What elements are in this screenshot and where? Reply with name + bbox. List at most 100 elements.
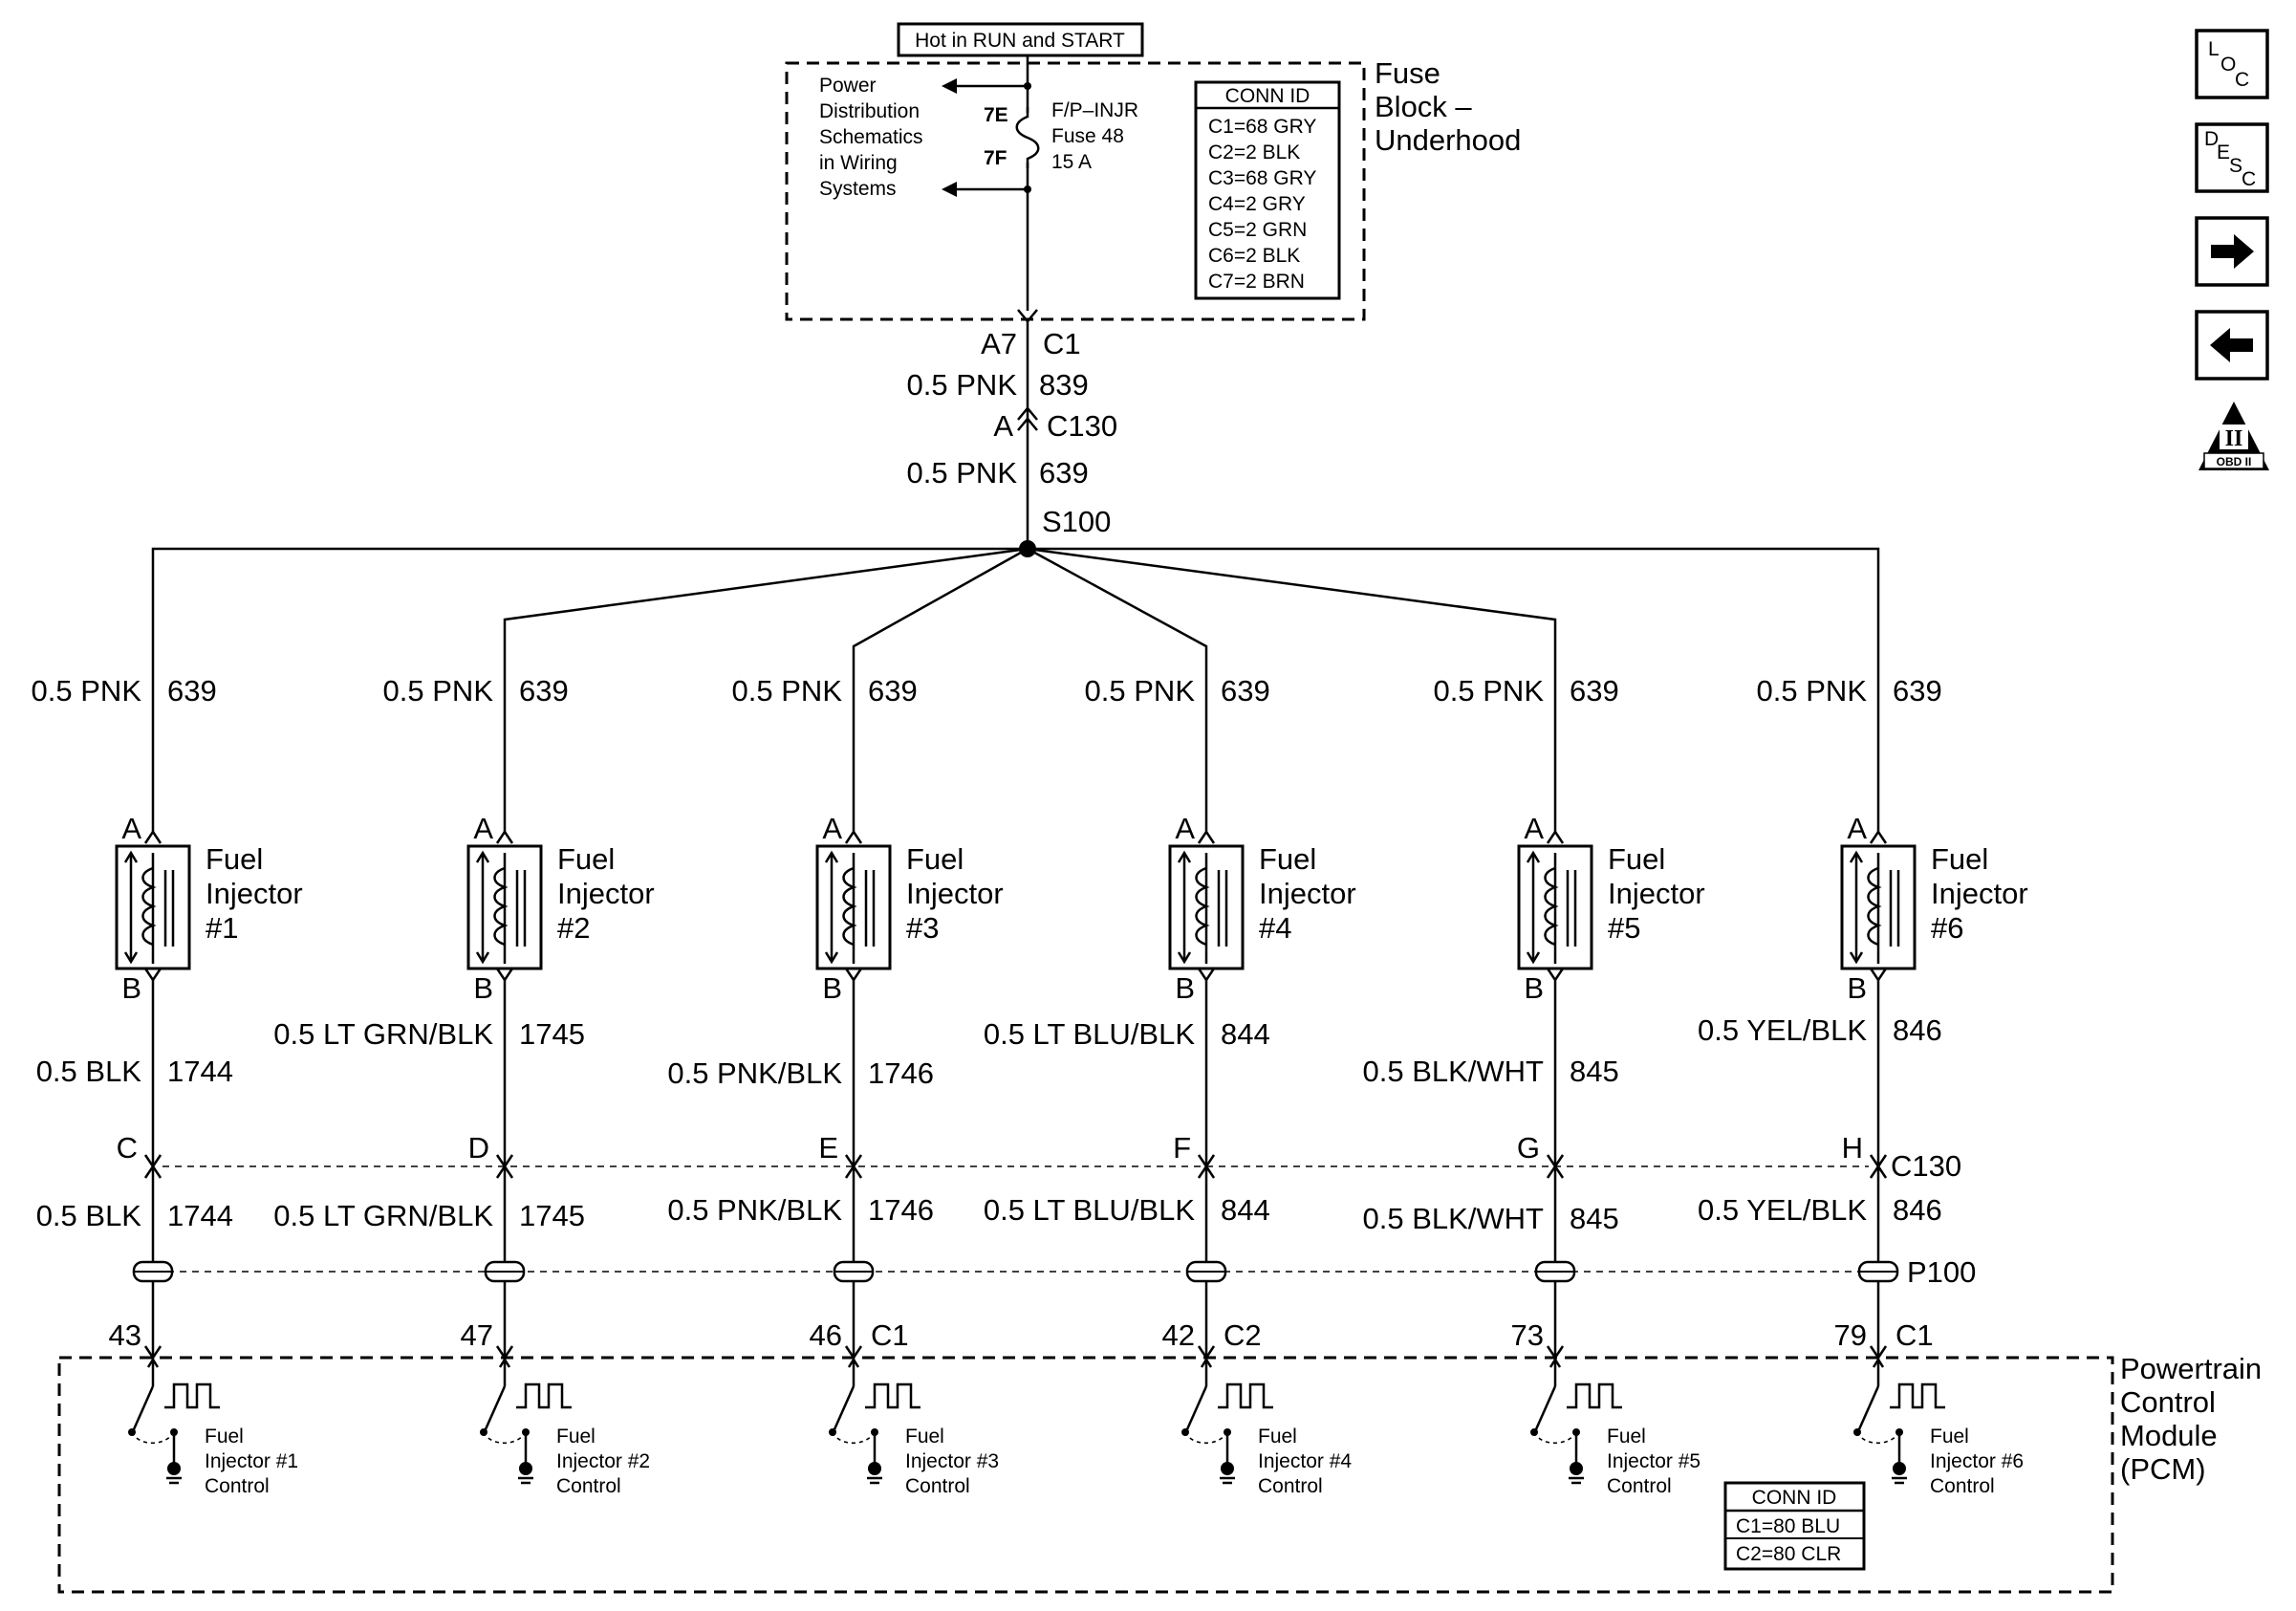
driver-arrow-icon — [1872, 1357, 1885, 1368]
pcm-label-line1: Powertrain — [2120, 1352, 2262, 1385]
injector-feed-wire — [1028, 547, 1880, 832]
injector-arrow-down-icon — [1849, 951, 1864, 965]
injector-connector-a-icon — [143, 829, 162, 844]
pcm-pin: 43 — [109, 1318, 141, 1352]
driver-label-line2: Injector #2 — [556, 1450, 650, 1472]
c130-connector-icon — [1869, 1164, 1888, 1179]
pcm-label-line2: Control — [2120, 1385, 2216, 1419]
injector-arrow-up-icon — [1849, 850, 1864, 863]
injector-control-gauge: 0.5 LT BLU/BLK — [984, 1017, 1195, 1051]
injector-feed-circuit: 639 — [1893, 674, 1942, 708]
driver-arrow-icon — [1200, 1357, 1213, 1368]
driver-pulse-icon — [1890, 1382, 1945, 1409]
loc-button[interactable]: L O C — [2195, 29, 2269, 99]
prev-button[interactable] — [2195, 310, 2269, 381]
fuse-block-outline — [785, 61, 1366, 321]
injector-connector-a-icon — [495, 829, 514, 844]
injector-pin-a: A — [1847, 812, 1867, 845]
hot-in-run-start-label: Hot in RUN and START — [915, 30, 1125, 52]
injector-connector-b-icon — [495, 968, 514, 983]
injector-control-circuit-lower: 1744 — [167, 1199, 233, 1232]
injector-label-line3: #5 — [1608, 911, 1640, 945]
power-dist-line3: Schematics — [819, 126, 923, 148]
injector-connector-b-icon — [1546, 968, 1565, 983]
injector-label-line2: Injector — [906, 877, 1004, 910]
loc-letter-c: C — [2235, 69, 2249, 91]
c130-pin: G — [1517, 1131, 1540, 1165]
obd-roman-numeral: II — [2225, 426, 2243, 451]
ground-icon — [519, 1462, 532, 1475]
injector-control-circuit-lower: 845 — [1570, 1202, 1619, 1235]
injector-label-line1: Fuel — [206, 842, 263, 876]
driver-switch-icon — [1857, 1385, 1880, 1430]
driver-dashed-arc — [1184, 1431, 1228, 1445]
injector-connector-a-icon — [1197, 829, 1216, 844]
pcm-pin: 47 — [461, 1318, 493, 1352]
desc-button[interactable]: D E S C — [2195, 122, 2269, 193]
driver-dashed-arc — [1533, 1431, 1577, 1445]
injector-connector-a-icon — [844, 829, 863, 844]
next-button[interactable] — [2195, 216, 2269, 287]
c130-connector-icon — [143, 1164, 162, 1179]
splice-s100-label: S100 — [1042, 505, 1111, 538]
ground-icon — [1570, 1462, 1583, 1475]
fuse-conn-id-row: C2=2 BLK — [1208, 142, 1300, 163]
driver-arrow-icon — [847, 1357, 860, 1368]
injector-arrow-down-icon — [123, 951, 139, 965]
pcm-pin: 42 — [1162, 1318, 1195, 1352]
obd-text-backing — [2203, 452, 2264, 469]
driver-label-line1: Fuel — [1930, 1426, 1969, 1448]
injector-label-line3: #6 — [1931, 911, 1963, 945]
injector-feed-circuit: 639 — [519, 674, 569, 708]
feed-wire1-gauge: 0.5 PNK — [907, 368, 1018, 402]
desc-letter-e: E — [2217, 142, 2230, 163]
injector-feed-gauge: 0.5 PNK — [383, 674, 494, 708]
injector-feed-gauge: 0.5 PNK — [32, 674, 142, 708]
injector-control-gauge-lower: 0.5 BLK — [36, 1199, 142, 1232]
arrow-left-icon-upper — [942, 78, 957, 94]
injector-label-line1: Fuel — [557, 842, 615, 876]
fuse-conn-id-row: C7=2 BRN — [1208, 271, 1305, 293]
c130-conn-label-top: C130 — [1047, 409, 1117, 443]
desc-letter-s: S — [2229, 155, 2242, 177]
fuse-pin-a7: A7 — [981, 327, 1017, 360]
c130-pin: F — [1173, 1131, 1191, 1165]
driver-label-line2: Injector #6 — [1930, 1450, 2024, 1472]
fuse-conn-c1: C1 — [1043, 327, 1081, 360]
injector-feed-wire — [151, 547, 1028, 832]
injector-control-circuit: 1745 — [519, 1017, 585, 1051]
pcm-conn-id-row: C1=80 BLU — [1736, 1515, 1840, 1537]
fuse-conn-id-row: C3=68 GRY — [1208, 167, 1316, 189]
loc-letter-l: L — [2208, 38, 2220, 60]
obd-text: OBD II — [2217, 455, 2252, 468]
fuse-conn-id-row: C5=2 GRN — [1208, 219, 1307, 241]
injector-feed-gauge: 0.5 PNK — [1757, 674, 1868, 708]
injector-feed-wire — [852, 547, 1029, 832]
injector-arrow-up-icon — [1526, 850, 1541, 863]
obd-ii-button[interactable]: II OBD II — [2199, 402, 2269, 470]
pcm-pin: 79 — [1834, 1318, 1867, 1352]
driver-arrow-icon — [1549, 1357, 1562, 1368]
pcm-connector: C1 — [871, 1318, 909, 1352]
injector-control-gauge-lower: 0.5 BLK/WHT — [1363, 1202, 1545, 1235]
injector-control-circuit-lower: 844 — [1221, 1193, 1270, 1227]
driver-label-line3: Control — [205, 1475, 270, 1497]
driver-contact-dot — [480, 1428, 487, 1436]
driver-label-line3: Control — [1607, 1475, 1672, 1497]
c130-pin: C — [117, 1131, 138, 1165]
driver-arrow-icon — [498, 1357, 511, 1368]
driver-label-line1: Fuel — [1607, 1426, 1646, 1448]
pcm-conn-id-frame — [1723, 1481, 1866, 1571]
injector-label-line2: Injector — [557, 877, 655, 910]
driver-contact-dot — [1181, 1428, 1189, 1436]
pcm-connector: C2 — [1224, 1318, 1262, 1352]
fuse-block: Hot in RUN and START Fuse Block – Underh… — [785, 22, 1521, 321]
pcm-conn-id-row: C2=80 CLR — [1736, 1543, 1841, 1565]
pcm-pin: 73 — [1511, 1318, 1544, 1352]
injector-label-line2: Injector — [1931, 877, 2028, 910]
c130-pin: E — [818, 1131, 838, 1165]
c130-pin: H — [1842, 1131, 1863, 1165]
